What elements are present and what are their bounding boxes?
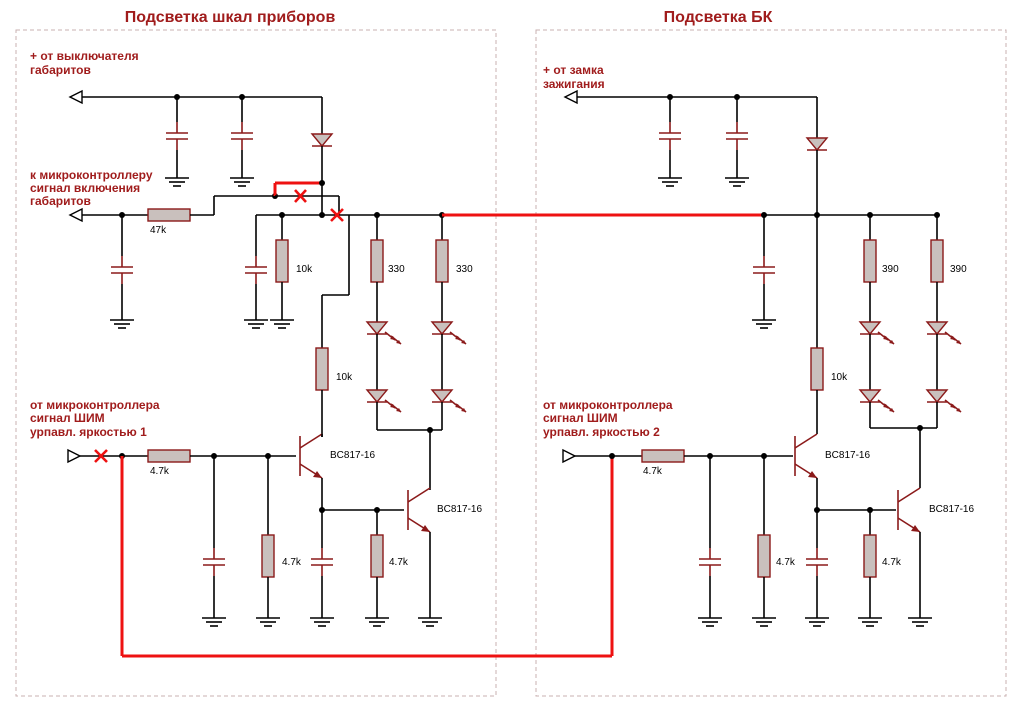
capacitor-c3-icon	[110, 255, 134, 285]
pwm1-label-line2: сигнал ШИМ	[30, 411, 105, 425]
ground-icon	[804, 617, 830, 627]
resistor-10k-a-value: 10k	[296, 264, 313, 275]
resistor-47-a-value: 4.7k	[150, 466, 170, 477]
resistor-390-b-value: 390	[950, 264, 967, 275]
resistor-390-a-value: 390	[882, 264, 899, 275]
resistor-47-d	[641, 449, 685, 463]
switch-label-line1: + от выключателя	[30, 49, 139, 63]
resistor-390-b	[930, 239, 944, 283]
mcu-label-line1: к микроконтроллеру	[30, 168, 153, 182]
resistor-330-a-value: 330	[388, 264, 405, 275]
capacitor-c6-icon	[310, 547, 334, 577]
resistor-10k-c	[810, 347, 824, 391]
ignition-label-line2: зажигания	[543, 77, 605, 91]
resistor-10k-c-value: 10k	[831, 372, 848, 383]
resistor-47-b-value: 4.7k	[282, 557, 302, 568]
ground-icon	[417, 617, 443, 627]
pwm2-label-line3: урпавл. яркостью 2	[543, 425, 660, 439]
transistor-q2-icon	[407, 487, 431, 533]
ground-icon	[269, 319, 295, 329]
resistor-10k-b	[315, 347, 329, 391]
ground-icon	[857, 617, 883, 627]
resistor-47-a	[147, 449, 191, 463]
transistor-q1-label: BC817-16	[330, 450, 375, 461]
right-title: Подсветка БК	[664, 9, 773, 26]
pwm2-label-line2: сигнал ШИМ	[543, 411, 618, 425]
resistor-47-f-value: 4.7k	[882, 557, 902, 568]
led-icon	[926, 389, 962, 413]
transistor-q2-label: BC817-16	[437, 504, 482, 515]
resistor-10k-b-value: 10k	[336, 372, 353, 383]
capacitor-c4-icon	[244, 255, 268, 285]
ground-icon	[657, 177, 683, 187]
resistor-47-e-value: 4.7k	[776, 557, 796, 568]
pwm2-label-line1: от микроконтроллера	[543, 398, 673, 412]
capacitor-c9-icon	[752, 255, 776, 285]
ground-icon	[697, 617, 723, 627]
ignition-input-port-icon	[564, 90, 578, 104]
led-icon	[431, 321, 467, 345]
right-section-frame	[535, 29, 1007, 697]
resistor-47k-value: 47k	[150, 225, 167, 236]
transistor-q4-icon	[897, 487, 921, 533]
left-title: Подсветка шкал приборов	[125, 9, 336, 26]
led-icon	[366, 321, 402, 345]
left-section-frame	[15, 29, 497, 697]
ground-icon	[164, 177, 190, 187]
resistor-10k-a	[275, 239, 289, 283]
resistor-47-b	[261, 534, 275, 578]
capacitor-c11-icon	[805, 547, 829, 577]
resistor-47-d-value: 4.7k	[643, 466, 663, 477]
mcu-label-line3: габаритов	[30, 194, 91, 208]
resistor-47k	[147, 208, 191, 222]
ground-icon	[255, 617, 281, 627]
switch-label-line2: габаритов	[30, 63, 91, 77]
ground-icon	[201, 617, 227, 627]
pwm1-label-line3: урпавл. яркостью 1	[30, 425, 147, 439]
resistor-330-b	[435, 239, 449, 283]
resistor-330-b-value: 330	[456, 264, 473, 275]
mcu-output-port-icon	[69, 208, 83, 222]
transistor-q4-label: BC817-16	[929, 504, 974, 515]
ground-icon	[109, 319, 135, 329]
diode-d1-icon	[310, 133, 334, 148]
resistor-390-a	[863, 239, 877, 283]
capacitor-c5-icon	[202, 547, 226, 577]
diode-d2-icon	[805, 137, 829, 152]
ground-icon	[364, 617, 390, 627]
ignition-label-line1: + от замка	[543, 63, 604, 77]
led-icon	[859, 321, 895, 345]
resistor-47-c-value: 4.7k	[389, 557, 409, 568]
ground-icon	[907, 617, 933, 627]
led-icon	[859, 389, 895, 413]
resistor-47-f	[863, 534, 877, 578]
ground-icon	[724, 177, 750, 187]
capacitor-c7-icon	[658, 121, 682, 151]
capacitor-c1-icon	[165, 121, 189, 151]
ground-icon	[309, 617, 335, 627]
resistor-330-a	[370, 239, 384, 283]
capacitor-c2-icon	[230, 121, 254, 151]
transistor-q1-icon	[299, 433, 323, 479]
resistor-47-c	[370, 534, 384, 578]
led-icon	[366, 389, 402, 413]
pwm1-label-line1: от микроконтроллера	[30, 398, 160, 412]
switch-input-port-icon	[69, 90, 83, 104]
led-icon	[431, 389, 467, 413]
capacitor-c10-icon	[698, 547, 722, 577]
transistor-q3-label: BC817-16	[825, 450, 870, 461]
ground-icon	[243, 319, 269, 329]
ground-icon	[229, 177, 255, 187]
pwm1-input-port-icon	[67, 449, 81, 463]
ground-icon	[751, 617, 777, 627]
resistor-47-e	[757, 534, 771, 578]
transistor-q3-icon	[794, 433, 818, 479]
capacitor-c8-icon	[725, 121, 749, 151]
pwm2-input-port-icon	[562, 449, 576, 463]
led-icon	[926, 321, 962, 345]
mcu-label-line2: сигнал включения	[30, 181, 140, 195]
ground-icon	[751, 319, 777, 329]
